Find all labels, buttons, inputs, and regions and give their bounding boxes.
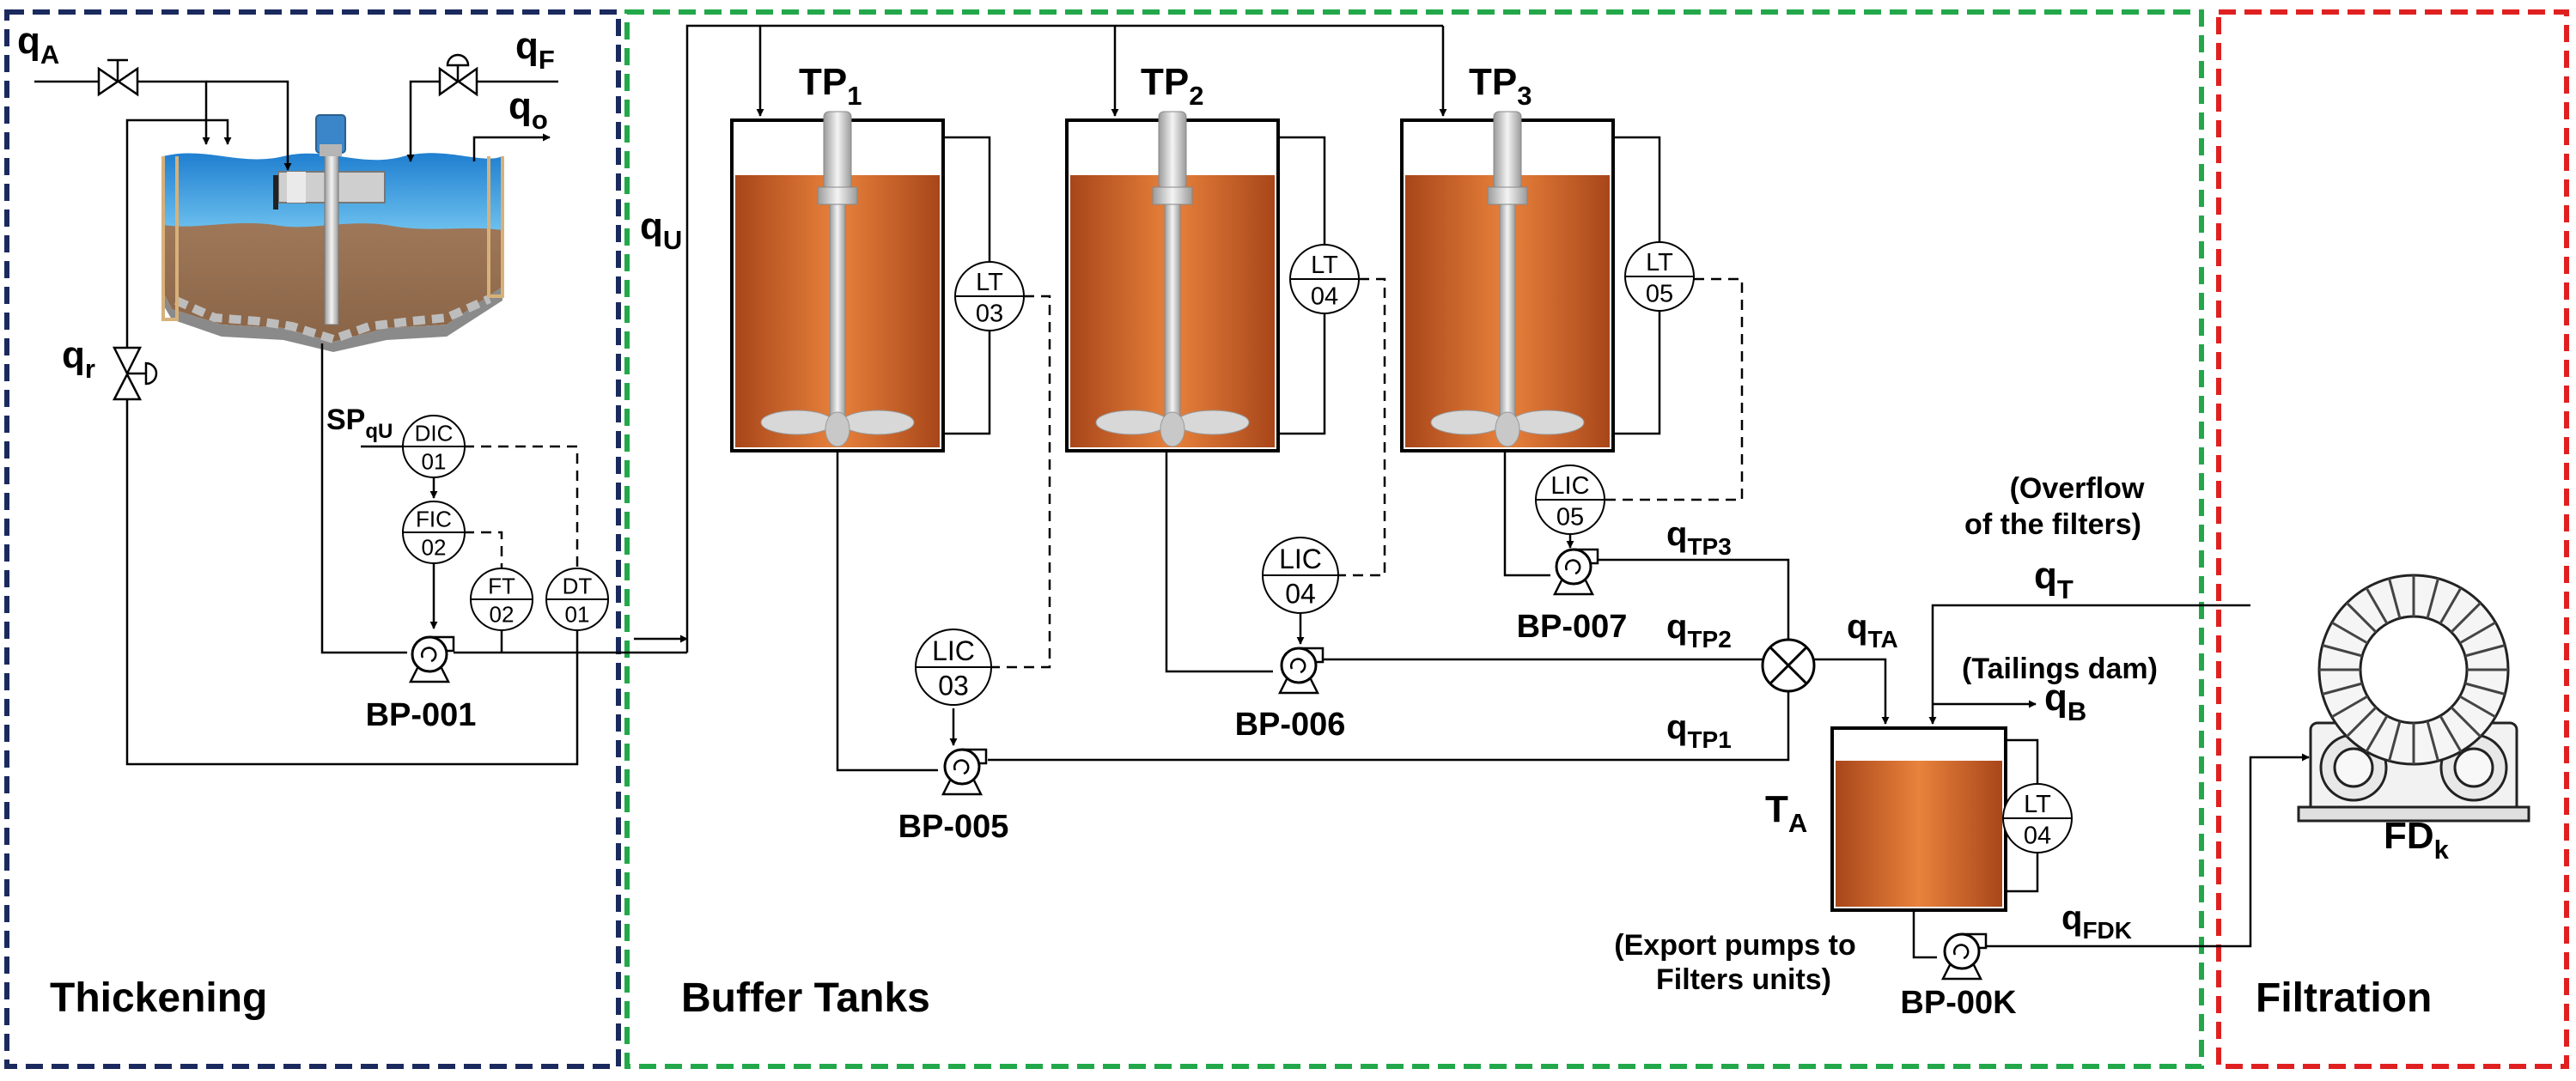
- pump-label-bp00k: BP-00K: [1900, 985, 2017, 1021]
- instrument-number: 01: [422, 449, 447, 475]
- note-export-2: Filters units): [1656, 963, 1831, 996]
- instrument-tag: LT: [976, 269, 1003, 296]
- instrument-lt04_ta: LT 04: [2002, 783, 2073, 853]
- instrument-fic02: FIC 02: [402, 501, 466, 564]
- instrument-number: 01: [565, 602, 590, 628]
- instrument-tag: LT: [1311, 252, 1338, 279]
- process-pipes: [34, 24, 2310, 959]
- mixer-junction: [1761, 638, 1816, 693]
- instrument-dt01: DT 01: [545, 568, 609, 631]
- pump-label-bp007: BP-007: [1517, 609, 1628, 645]
- flow-label-qt: qT: [2034, 555, 2074, 604]
- instrument-dic01: DIC 01: [402, 415, 466, 478]
- instrument-number: 02: [490, 602, 515, 628]
- thickener: [161, 114, 504, 352]
- setpoint-label: SPqU: [326, 404, 393, 443]
- instrument-number: 03: [938, 671, 969, 701]
- instrument-number: 05: [1556, 504, 1584, 531]
- instrument-lic05: LIC 05: [1535, 465, 1605, 535]
- instrument-lic03: LIC 03: [915, 629, 992, 706]
- buffer-border: [624, 9, 2204, 1069]
- tank-tp2: [1065, 111, 1280, 452]
- instrument-lt03: LT 03: [954, 261, 1025, 331]
- tank-ta: [1830, 726, 2007, 912]
- signal-lines: [464, 277, 1744, 669]
- flow-label-qa: qA: [17, 20, 59, 70]
- section-title-thickening: Thickening: [50, 975, 267, 1021]
- flow-label-qtp3: qTP3: [1666, 515, 1732, 560]
- flow-label-qb: qB: [2044, 677, 2086, 726]
- instrument-number: 03: [976, 301, 1003, 328]
- section-title-filtration: Filtration: [2256, 975, 2432, 1021]
- instrument-lt05: LT 05: [1624, 241, 1695, 312]
- instrument-tag: LIC: [1279, 544, 1322, 574]
- flow-label-qr: qr: [62, 334, 95, 384]
- instrument-tag: FIC: [416, 507, 452, 532]
- note-tailings: (Tailings dam): [1962, 653, 2158, 685]
- note-overflow-2: of the filters): [1964, 508, 2141, 541]
- valve-qr[interactable]: [112, 346, 158, 401]
- pump-bp001[interactable]: BP-001: [366, 635, 477, 733]
- tank-label-tp2: TP2: [1141, 61, 1203, 111]
- pump-bp007[interactable]: BP-007: [1517, 548, 1628, 645]
- instrument-number: 02: [422, 535, 447, 561]
- pump-bp005[interactable]: BP-005: [898, 748, 1009, 845]
- pump-bp006[interactable]: BP-006: [1235, 647, 1346, 743]
- filter-label-fd: FDk: [2384, 815, 2450, 865]
- tank-label-tp3: TP3: [1469, 61, 1532, 111]
- flow-label-qfdk: qFDK: [2061, 899, 2132, 944]
- instrument-tag: LIC: [1550, 472, 1589, 500]
- pump-label-bp005: BP-005: [898, 809, 1009, 845]
- flow-label-qu: qU: [640, 205, 682, 255]
- tank-tp1: [730, 111, 945, 452]
- instrument-lic04: LIC 04: [1262, 537, 1339, 614]
- instrument-tag: LIC: [932, 635, 975, 666]
- pump-bp00k[interactable]: BP-00K: [1900, 932, 2017, 1021]
- section-title-buffer-tanks: Buffer Tanks: [681, 975, 930, 1021]
- instrument-ft02: FT 02: [470, 568, 533, 631]
- pump-label-bp006: BP-006: [1235, 707, 1346, 743]
- instrument-number: 04: [2024, 823, 2051, 850]
- filter-drum: [2297, 574, 2530, 823]
- instrument-tag: LT: [2024, 791, 2051, 818]
- instrument-number: 05: [1646, 281, 1673, 308]
- pump-label-bp001: BP-001: [366, 697, 477, 733]
- instrument-tag: FT: [488, 574, 515, 599]
- thickening-border: [4, 9, 621, 1069]
- note-overflow-1: (Overflow: [2010, 472, 2145, 505]
- instrument-tag: DT: [563, 574, 593, 599]
- flow-label-qtp2: qTP2: [1666, 608, 1732, 653]
- filtration-border: [2216, 9, 2569, 1069]
- instrument-lt04: LT 04: [1289, 244, 1360, 314]
- flow-label-qtp1: qTP1: [1666, 708, 1732, 753]
- flow-label-qf: qF: [515, 25, 555, 75]
- tank-tp3: [1400, 111, 1615, 452]
- instrument-number: 04: [1285, 579, 1316, 610]
- valve-qa[interactable]: [97, 58, 139, 97]
- tank-label-ta: TA: [1765, 788, 1807, 838]
- valve-qf[interactable]: [438, 53, 478, 97]
- instrument-number: 04: [1311, 283, 1338, 311]
- instrument-tag: LT: [1646, 249, 1673, 276]
- instrument-tag: DIC: [415, 421, 454, 446]
- note-export-1: (Export pumps to: [1614, 929, 1855, 962]
- flow-label-qta: qTA: [1847, 608, 1898, 653]
- tank-label-tp1: TP1: [799, 61, 862, 111]
- flow-label-qo: qo: [509, 85, 548, 135]
